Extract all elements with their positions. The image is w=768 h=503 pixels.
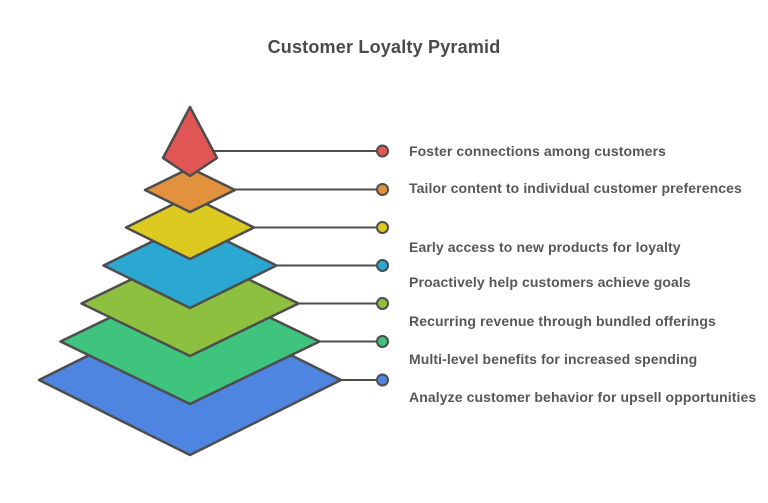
page-title: Customer Loyalty Pyramid	[267, 37, 501, 57]
pyramid-level-3-shape	[124, 194, 256, 261]
bullet-dot-1	[376, 144, 389, 158]
bullet-dot-6	[376, 335, 389, 348]
level-label-2: Tailor content to individual customer pr…	[409, 180, 742, 196]
pyramid-level-2-shape	[143, 166, 237, 214]
level-label-7: Analyze customer behavior for upsell opp…	[409, 389, 757, 405]
bullet-dot-5	[376, 297, 389, 310]
level-label-6: Multi-level benefits for increased spend…	[409, 351, 698, 367]
level-label-1: Foster connections among customers	[409, 143, 667, 159]
bullet-dot-3	[376, 221, 389, 234]
level-label-5: Recurring revenue through bundled offeri…	[409, 313, 716, 329]
level-label-4: Proactively help customers achieve goals	[409, 274, 691, 290]
bullet-dot-2	[376, 183, 389, 196]
bullet-dot-4	[376, 259, 389, 272]
level-label-3: Early access to new products for loyalty	[409, 239, 681, 255]
pyramid-level-1-shape	[161, 105, 219, 178]
bullet-dot-7	[376, 373, 389, 387]
pyramid-level-4-shape	[102, 221, 278, 310]
